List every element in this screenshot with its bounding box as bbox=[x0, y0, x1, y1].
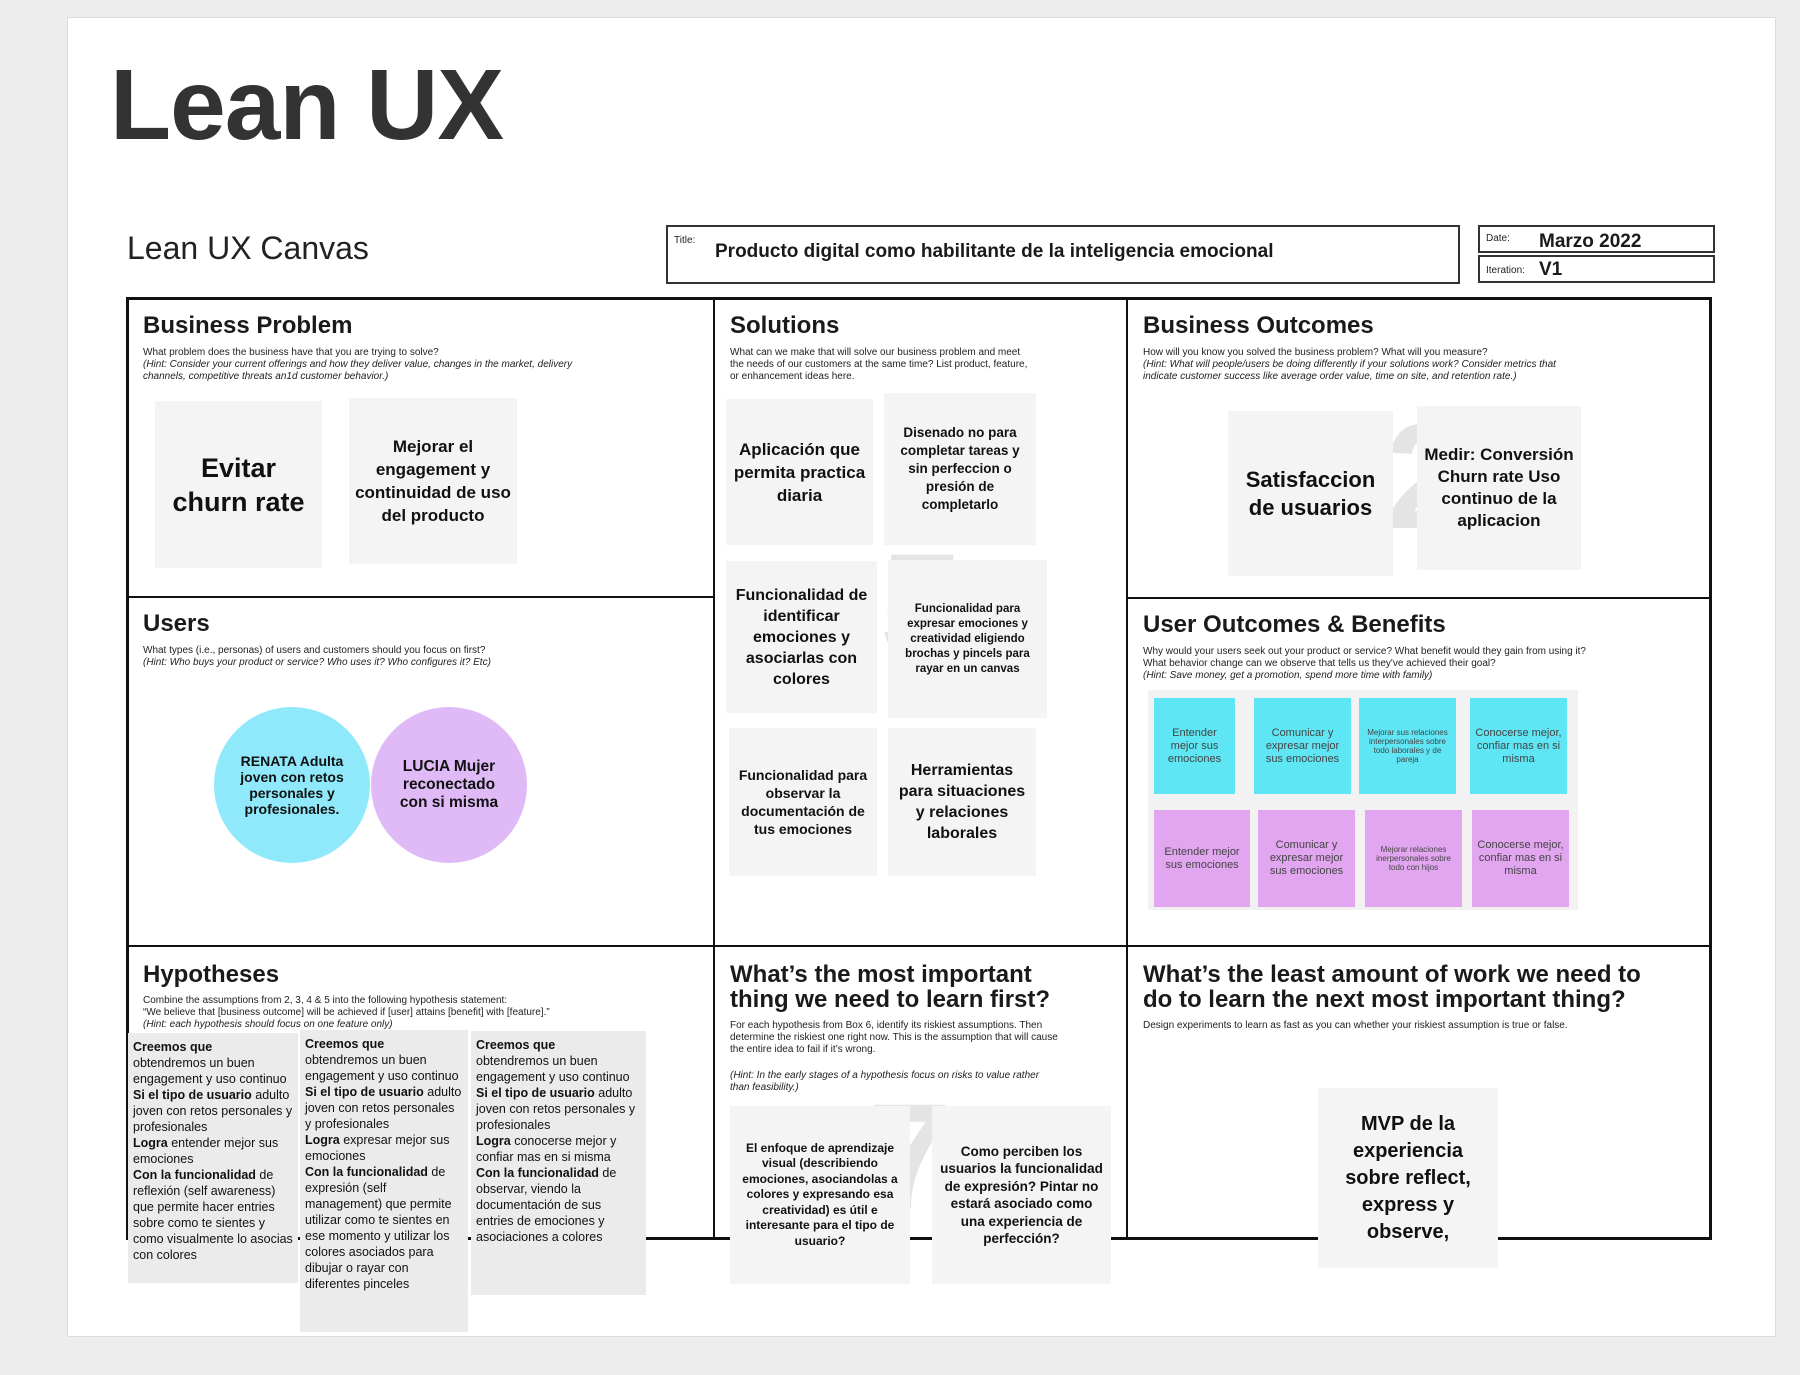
users-title: Users bbox=[143, 610, 210, 637]
hypothesis-keyword: Con la funcionalidad bbox=[476, 1166, 599, 1180]
users-section: Users What types (i.e., personas) of use… bbox=[143, 611, 593, 669]
business-outcomes-title: Business Outcomes bbox=[1143, 312, 1374, 339]
hypothesis-text: obtendremos un buen engagement y uso con… bbox=[476, 1054, 630, 1084]
benefit-chip[interactable]: Conocerse mejor, confiar mas en si misma bbox=[1470, 698, 1567, 794]
users-hint: (Hint: Who buys your product or service?… bbox=[143, 657, 491, 668]
grid-divider bbox=[1126, 597, 1712, 599]
sticky-note[interactable]: MVP de la experiencia sobre reflect, exp… bbox=[1318, 1088, 1498, 1268]
benefit-chip[interactable]: Entender mejor sus emociones bbox=[1154, 810, 1250, 907]
hypothesis-keyword: Con la funcionalidad bbox=[305, 1165, 428, 1179]
hypothesis-card[interactable]: Creemos que obtendremos un buen engageme… bbox=[471, 1031, 646, 1295]
hypotheses-hint: (Hint: each hypothesis should focus on o… bbox=[143, 1019, 393, 1030]
hypothesis-text: conocerse mejor y confiar mas en si mism… bbox=[476, 1134, 617, 1164]
iteration-field-label: Iteration: bbox=[1486, 265, 1525, 276]
hypothesis-text: de expresión (self management) que permi… bbox=[305, 1165, 452, 1291]
title-field-value: Producto digital como habilitante de la … bbox=[715, 241, 1274, 262]
business-problem-section: Business Problem What problem does the b… bbox=[143, 313, 593, 383]
date-field-label: Date: bbox=[1486, 233, 1510, 244]
hypothesis-text: adulto joven con retos personales y prof… bbox=[133, 1088, 293, 1134]
hypothesis-keyword: Si el tipo de usuario bbox=[476, 1086, 595, 1100]
learn-first-hint: (Hint: In the early stages of a hypothes… bbox=[730, 1070, 1040, 1093]
persona-circle[interactable]: RENATA Adulta joven con retos personales… bbox=[214, 707, 370, 863]
benefit-chip[interactable]: Comunicar y expresar mejor sus emociones bbox=[1254, 698, 1351, 794]
sticky-note[interactable]: Mejorar el engagement y continuidad de u… bbox=[349, 398, 517, 564]
hypothesis-text: adulto joven con retos personales y prof… bbox=[305, 1085, 462, 1131]
benefit-chip[interactable]: Comunicar y expresar mejor sus emociones bbox=[1258, 810, 1355, 907]
business-problem-title: Business Problem bbox=[143, 312, 353, 339]
benefit-chip[interactable]: Conocerse mejor, confiar mas en si misma bbox=[1472, 810, 1569, 907]
benefit-chip[interactable]: Mejorar sus relaciones interpersonales s… bbox=[1359, 698, 1456, 794]
sticky-note[interactable]: Disenado no para completar tareas y sin … bbox=[884, 393, 1036, 545]
least-work-desc: Design experiments to learn as fast as y… bbox=[1143, 1020, 1568, 1031]
solutions-desc: What can we make that will solve our bus… bbox=[730, 347, 1028, 382]
grid-divider bbox=[713, 297, 715, 1240]
least-work-section: What’s the least amount of work we need … bbox=[1143, 962, 1643, 1032]
sticky-note[interactable]: El enfoque de aprendizaje visual (descri… bbox=[730, 1106, 910, 1284]
page-title: Lean UX bbox=[110, 49, 504, 161]
solutions-section: Solutions What can we make that will sol… bbox=[730, 313, 1030, 383]
title-field[interactable]: Title: Producto digital como habilitante… bbox=[666, 225, 1460, 284]
hypothesis-keyword: Creemos que bbox=[133, 1040, 213, 1054]
grid-divider bbox=[126, 945, 1712, 947]
business-outcomes-section: Business Outcomes How will you know you … bbox=[1143, 313, 1593, 383]
canvas-grid bbox=[126, 297, 1712, 1240]
hypotheses-section: Hypotheses Combine the assumptions from … bbox=[143, 962, 663, 1031]
hypothesis-keyword: Si el tipo de usuario bbox=[305, 1085, 424, 1099]
business-outcomes-desc: How will you know you solved the busines… bbox=[1143, 347, 1488, 358]
hypothesis-text: de observar, viendo la documentación de … bbox=[476, 1166, 617, 1244]
iteration-field-value: V1 bbox=[1539, 259, 1563, 280]
user-outcomes-hint: (Hint: Save money, get a promotion, spen… bbox=[1143, 670, 1433, 681]
business-problem-hint: (Hint: Consider your current offerings a… bbox=[143, 359, 573, 382]
business-outcomes-hint: (Hint: What will people/users be doing d… bbox=[1143, 359, 1556, 382]
sticky-note[interactable]: Funcionalidad para expresar emociones y … bbox=[888, 560, 1047, 718]
benefit-chip[interactable]: Mejorar relaciones inerpersonales sobre … bbox=[1365, 810, 1462, 907]
learn-first-title: What’s the most important thing we need … bbox=[730, 961, 1051, 1013]
benefit-chip[interactable]: Entender mejor sus emociones bbox=[1154, 698, 1235, 794]
hypothesis-keyword: Creemos que bbox=[476, 1038, 556, 1052]
sticky-note[interactable]: Medir: Conversión Churn rate Uso continu… bbox=[1417, 406, 1581, 570]
user-outcomes-title: User Outcomes & Benefits bbox=[1143, 611, 1446, 638]
hypothesis-text: obtendremos un buen engagement y uso con… bbox=[305, 1053, 459, 1083]
hypothesis-text: expresar mejor sus emociones bbox=[305, 1133, 450, 1163]
hypothesis-keyword: Logra bbox=[305, 1133, 340, 1147]
learn-first-section: What’s the most important thing we need … bbox=[730, 962, 1060, 1094]
hypothesis-keyword: Si el tipo de usuario bbox=[133, 1088, 252, 1102]
canvas-name: Lean UX Canvas bbox=[127, 230, 369, 266]
hypothesis-text: adulto joven con retos personales y prof… bbox=[476, 1086, 636, 1132]
persona-circle[interactable]: LUCIA Mujer reconectado con si misma bbox=[371, 707, 527, 863]
hypotheses-desc: Combine the assumptions from 2, 3, 4 & 5… bbox=[143, 995, 508, 1006]
hypotheses-title: Hypotheses bbox=[143, 961, 280, 988]
business-problem-desc: What problem does the business have that… bbox=[143, 347, 439, 358]
title-field-label: Title: bbox=[674, 235, 696, 246]
sticky-note[interactable]: Herramientas para situaciones y relacion… bbox=[888, 728, 1036, 876]
hypothesis-text: de reflexión (self awareness) que permit… bbox=[133, 1168, 293, 1262]
grid-divider bbox=[1126, 297, 1128, 1240]
sticky-note[interactable]: Como perciben los usuarios la funcionali… bbox=[932, 1106, 1111, 1284]
date-field-value: Marzo 2022 bbox=[1539, 231, 1642, 252]
hypotheses-template: “We believe that [business outcome] will… bbox=[143, 1007, 550, 1018]
solutions-title: Solutions bbox=[730, 312, 840, 339]
sticky-note[interactable]: Funcionalidad para observar la documenta… bbox=[729, 728, 877, 876]
hypothesis-text: entender mejor sus emociones bbox=[133, 1136, 279, 1166]
hypothesis-keyword: Creemos que bbox=[305, 1037, 385, 1051]
sticky-note[interactable]: Evitar churn rate bbox=[155, 401, 322, 568]
date-field[interactable]: Date: Marzo 2022 bbox=[1478, 225, 1715, 253]
user-outcomes-desc: Why would your users seek out your produ… bbox=[1143, 646, 1586, 669]
hypothesis-text: obtendremos un buen engagement y uso con… bbox=[133, 1056, 287, 1086]
iteration-field[interactable]: Iteration: V1 bbox=[1478, 255, 1715, 283]
hypothesis-card[interactable]: Creemos que obtendremos un buen engageme… bbox=[300, 1030, 468, 1332]
hypothesis-keyword: Logra bbox=[133, 1136, 168, 1150]
hypothesis-keyword: Logra bbox=[476, 1134, 511, 1148]
hypothesis-card[interactable]: Creemos que obtendremos un buen engageme… bbox=[128, 1033, 298, 1283]
learn-first-desc: For each hypothesis from Box 6, identify… bbox=[730, 1020, 1058, 1055]
users-desc: What types (i.e., personas) of users and… bbox=[143, 645, 486, 656]
user-outcomes-section: User Outcomes & Benefits Why would your … bbox=[1143, 612, 1593, 682]
sticky-note[interactable]: Funcionalidad de identificar emociones y… bbox=[726, 561, 877, 713]
grid-divider bbox=[126, 596, 714, 598]
least-work-title: What’s the least amount of work we need … bbox=[1143, 961, 1641, 1013]
hypothesis-keyword: Con la funcionalidad bbox=[133, 1168, 256, 1182]
sticky-note[interactable]: Aplicación que permita practica diaria bbox=[726, 399, 873, 545]
sticky-note[interactable]: Satisfaccion de usuarios bbox=[1228, 411, 1393, 576]
